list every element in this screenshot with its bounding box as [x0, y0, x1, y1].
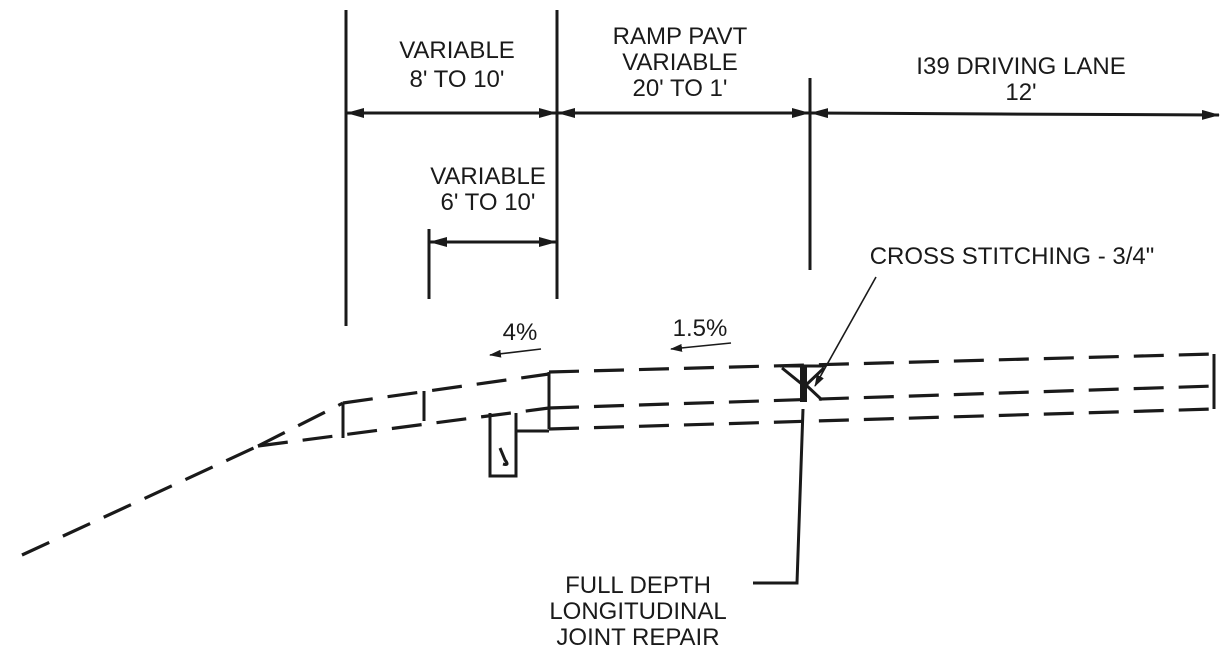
joint-repair-label-line3: JOINT REPAIR [556, 624, 719, 651]
inner-width-label-line2: 6' TO 10' [440, 189, 535, 216]
joint-repair-label-line2: LONGITUDINAL [549, 598, 726, 625]
pavement-mid-surface [548, 384, 1215, 410]
underdrain-hook [498, 447, 509, 466]
dimension-line-lane-left [810, 108, 1001, 119]
driving-lane-label-line2: 12' [1005, 79, 1036, 106]
ramp-pavement-label-line2: VARIABLE [622, 49, 738, 76]
joint-repair-label-line1: FULL DEPTH [565, 572, 711, 599]
underdrain-notch [488, 413, 518, 478]
cross-stitching-diag-right [804, 366, 826, 387]
ramp-pavement-label-line1: RAMP PAVT [613, 23, 748, 50]
shoulder-width-label-line1: VARIABLE [399, 37, 515, 64]
cross-stitching-bottom-diag [804, 383, 824, 402]
embankment-slope-line [21, 444, 259, 557]
pavement-top-surface [548, 352, 1215, 374]
pavement-slope-arrow [670, 342, 732, 352]
ramp-pavement-label-line3: 20' TO 1' [632, 75, 727, 102]
cross-stitching-callout: CROSS STITCHING - 3/4" [870, 243, 1155, 270]
shoulder-top-surface [342, 372, 550, 405]
cross-stitching-diag-left [781, 366, 804, 387]
cross-stitching-leader [814, 276, 877, 387]
driving-lane-label-line1: I39 DRIVING LANE [916, 53, 1125, 80]
shoulder-width-label-line2: 8' TO 10' [409, 66, 504, 93]
shoulder-slope-label: 4% [503, 319, 538, 346]
shoulder-slope-arrow [489, 348, 542, 358]
inner-width-label-line1: VARIABLE [430, 163, 546, 190]
dimension-line-lane-right [999, 109, 1220, 120]
joint-repair-leader [753, 408, 805, 585]
pavement-bottom-surface [548, 407, 1215, 431]
shoulder-top-left [257, 401, 344, 448]
shoulder-bottom-surface [257, 406, 550, 448]
pavement-slope-label: 1.5% [673, 315, 728, 342]
